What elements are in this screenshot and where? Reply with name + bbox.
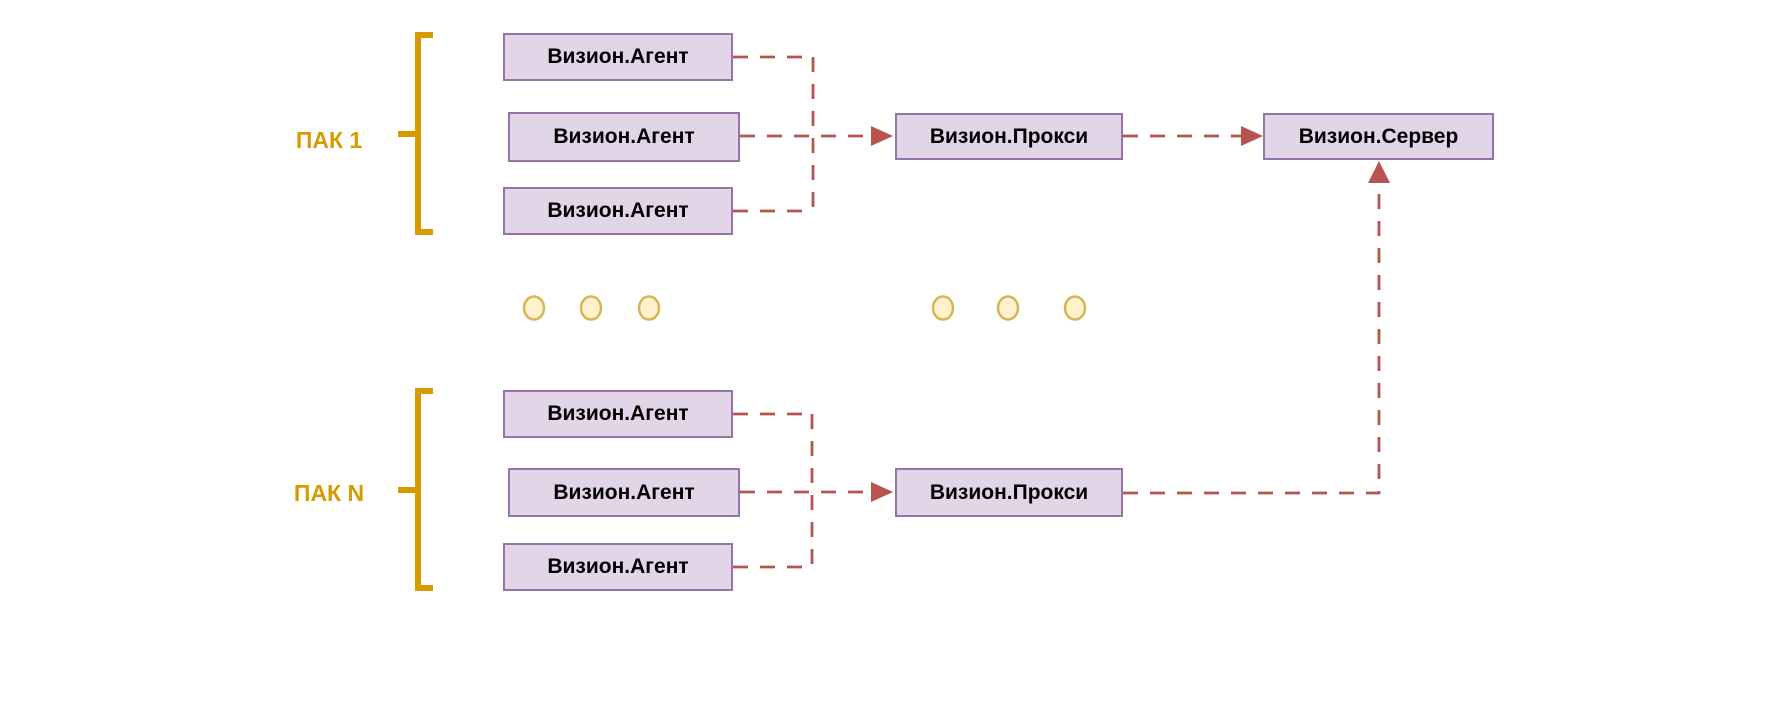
node-pakn-proxy: Визион.Прокси [895,468,1123,517]
ellipsis-dot-icon [522,295,546,321]
arrowhead-pakn-to-proxy [871,482,893,502]
node-server: Визион.Сервер [1263,113,1494,160]
group-bracket-pak-n [415,388,433,591]
group-label-pak-1: ПАК 1 [295,126,363,153]
ellipsis-dot-icon [1063,295,1087,321]
arrowhead-pak1-to-proxy [871,126,893,146]
group-bracket-pak-1 [415,32,433,235]
arrowhead-proxy2-to-server [1368,161,1390,183]
ellipsis-dot-icon [637,295,661,321]
connector-pakn-proxy-to-server [1123,184,1381,495]
ellipsis-dot-icon [996,295,1020,321]
node-pak1-agent-3: Визион.Агент [503,187,733,235]
node-pakn-agent-2: Визион.Агент [508,468,740,517]
node-pak1-agent-1: Визион.Агент [503,33,733,81]
node-pak1-proxy: Визион.Прокси [895,113,1123,160]
node-pak1-agent-2: Визион.Агент [508,112,740,162]
ellipsis-dot-icon [579,295,603,321]
node-pakn-agent-3: Визион.Агент [503,543,733,591]
group-label-pak-n: ПАК N [293,479,365,506]
arrowhead-proxy1-to-server [1241,126,1263,146]
node-pakn-agent-1: Визион.Агент [503,390,733,438]
ellipsis-dot-icon [931,295,955,321]
